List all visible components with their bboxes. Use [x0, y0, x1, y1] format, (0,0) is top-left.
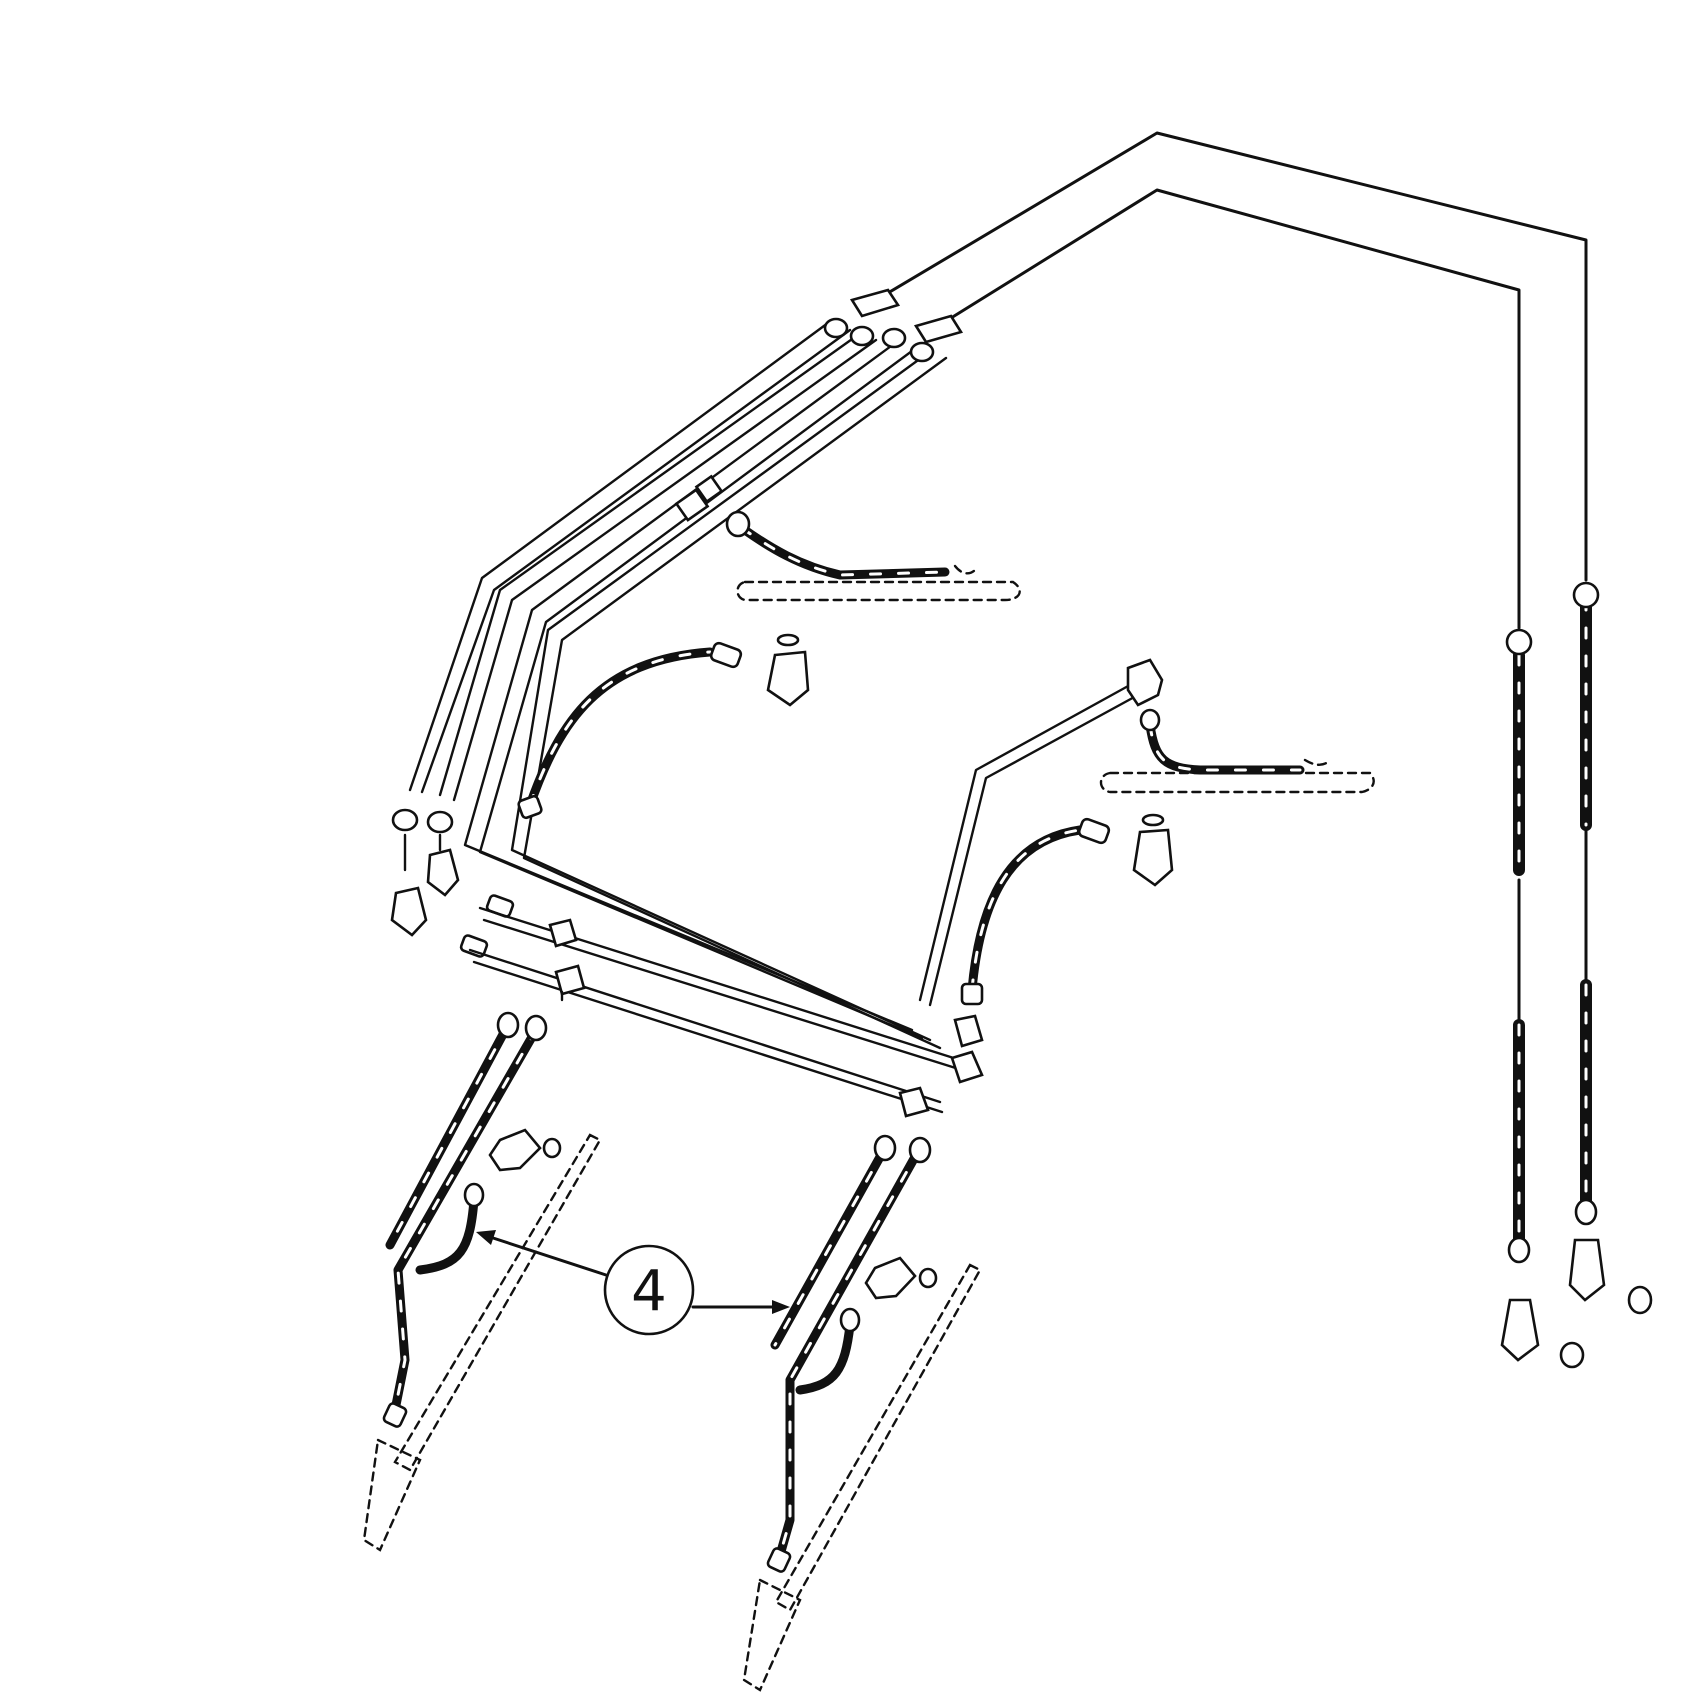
right-junction-tube	[918, 658, 1375, 1007]
tube-clamp-tags	[849, 288, 964, 344]
left-hose-assembly	[362, 1011, 602, 1552]
callout-4: 4	[476, 1230, 790, 1336]
right-vertical-hoses	[1500, 581, 1653, 1369]
bundle-bottom-left-fittings	[390, 808, 515, 958]
middle-curved-hose	[517, 633, 810, 820]
callout-circle	[603, 1244, 695, 1336]
right-hose-assembly	[742, 1134, 982, 1692]
tube-bundle	[408, 318, 948, 1050]
lower-right-curved-hose	[960, 813, 1174, 1006]
upper-branch-hose	[725, 510, 1021, 602]
callout-label: 4	[631, 1259, 667, 1324]
lower-parallel-tubes	[468, 906, 984, 1118]
bundle-top-fittings	[674, 317, 935, 522]
